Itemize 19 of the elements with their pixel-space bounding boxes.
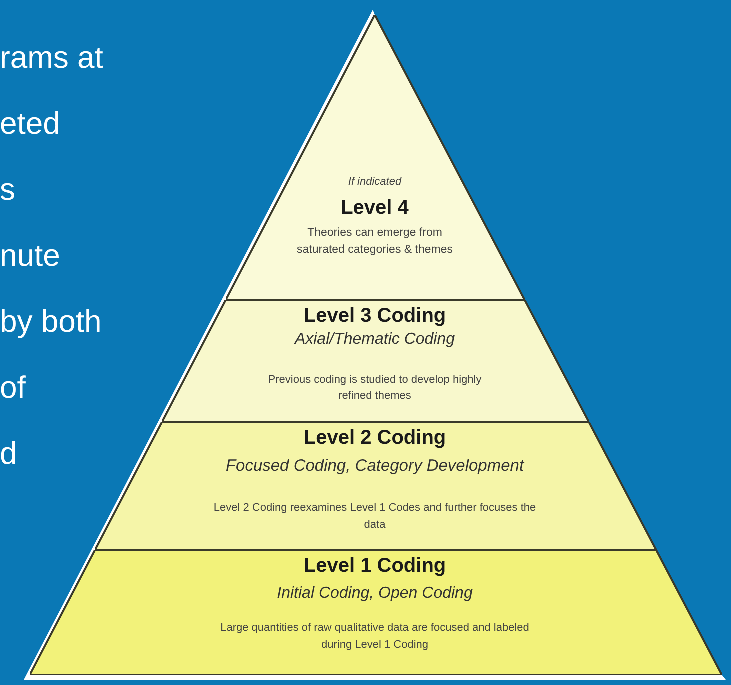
tier-description: Previous coding is studied to develop highly refined themes — [267, 373, 483, 404]
tier-description: Theories can emerge from saturated categories & themes — [296, 226, 454, 258]
tier-heading: Level 2 Coding — [302, 426, 448, 450]
tier-subtitle: Focused Coding, Category Development — [224, 456, 526, 476]
tier-heading: Level 3 Coding — [302, 304, 448, 328]
tier-description: Level 2 Coding reexamines Level 1 Codes and further focuses the data — [212, 501, 538, 533]
tier-subtitle: Axial/Thematic Coding — [293, 330, 456, 349]
tier-description: Large quantities of raw qualitative data are focused and labeled during Level 1 Coding — [220, 621, 530, 653]
tier-note: If indicated — [347, 176, 403, 189]
body-text-line: rams at — [0, 40, 104, 76]
body-text-line: by both — [0, 304, 102, 340]
body-text-line: s — [0, 172, 16, 208]
body-text-line: d — [0, 436, 18, 472]
body-text-line: of — [0, 370, 26, 406]
tier-heading: Level 1 Coding — [302, 554, 448, 578]
body-text-line: nute — [0, 238, 60, 274]
body-text-line: eted — [0, 106, 60, 142]
tier-heading: Level 4 — [340, 196, 410, 220]
tier-subtitle: Initial Coding, Open Coding — [276, 584, 474, 603]
